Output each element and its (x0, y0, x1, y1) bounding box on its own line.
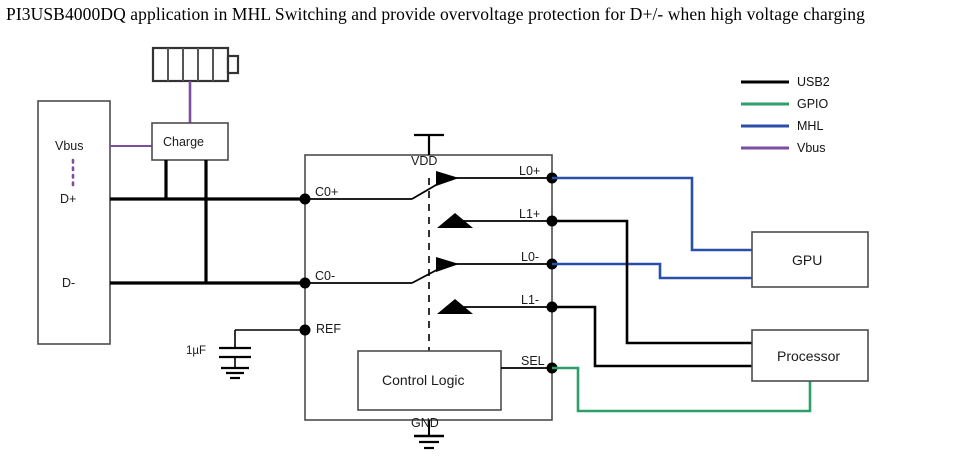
ic-pin-c0m: C0- (315, 269, 336, 283)
wire-l0p-to-gpu (552, 176, 752, 252)
legend-item-usb2: USB2 (797, 75, 830, 89)
ic-pin-sel: SEL (521, 354, 545, 368)
legend-swatches (741, 80, 789, 150)
ic-pin-l0m: L0- (521, 250, 540, 264)
ref-capacitor (219, 329, 305, 380)
ic-pin-l1p: L1+ (519, 207, 541, 221)
ic-pin-l0p: L0+ (519, 164, 541, 178)
ic-pin-gnd: GND (411, 416, 439, 430)
ic-pin-l1m: L1- (521, 293, 540, 307)
processor-label: Processor (777, 348, 841, 364)
wire-l1m-to-processor (552, 305, 752, 368)
ic-pin-c0p: C0+ (315, 185, 339, 199)
wire-l0m-to-gpu (552, 262, 752, 280)
switch-l1m-open-throw (437, 299, 552, 314)
vdd-terminal (414, 133, 444, 155)
legend-item-gpio: GPIO (797, 97, 829, 111)
battery-icon (151, 46, 240, 83)
gnd-terminal (414, 420, 444, 450)
connector-pin-vbus: Vbus (55, 139, 84, 153)
connector-pin-dminus: D- (62, 276, 76, 290)
usb-connector-block (37, 100, 111, 345)
wire-charger-to-data-lines (164, 160, 208, 283)
processor-block (751, 329, 869, 382)
switch-l1p-open-throw (437, 213, 552, 228)
legend-item-vbus: Vbus (797, 141, 826, 155)
charger-block (151, 122, 229, 161)
ic-pin-vdd: VDD (411, 154, 438, 168)
wire-l1p-to-processor (552, 219, 752, 345)
connector-pin-dplus: D+ (60, 192, 77, 206)
page-title: PI3USB4000DQ application in MHL Switchin… (6, 4, 865, 24)
wire-sel-to-processor (552, 366, 812, 413)
ic-pin-ref: REF (316, 322, 341, 336)
charger-label: Charge (163, 135, 204, 149)
switch-c0p (305, 171, 552, 200)
control-logic-block (357, 350, 552, 411)
control-logic-label: Control Logic (382, 372, 465, 388)
switch-c0m (305, 257, 552, 284)
gpu-block (751, 231, 869, 288)
gpu-label: GPU (792, 252, 823, 268)
legend-item-mhl: MHL (797, 119, 824, 133)
capacitor-label: 1µF (186, 345, 207, 357)
